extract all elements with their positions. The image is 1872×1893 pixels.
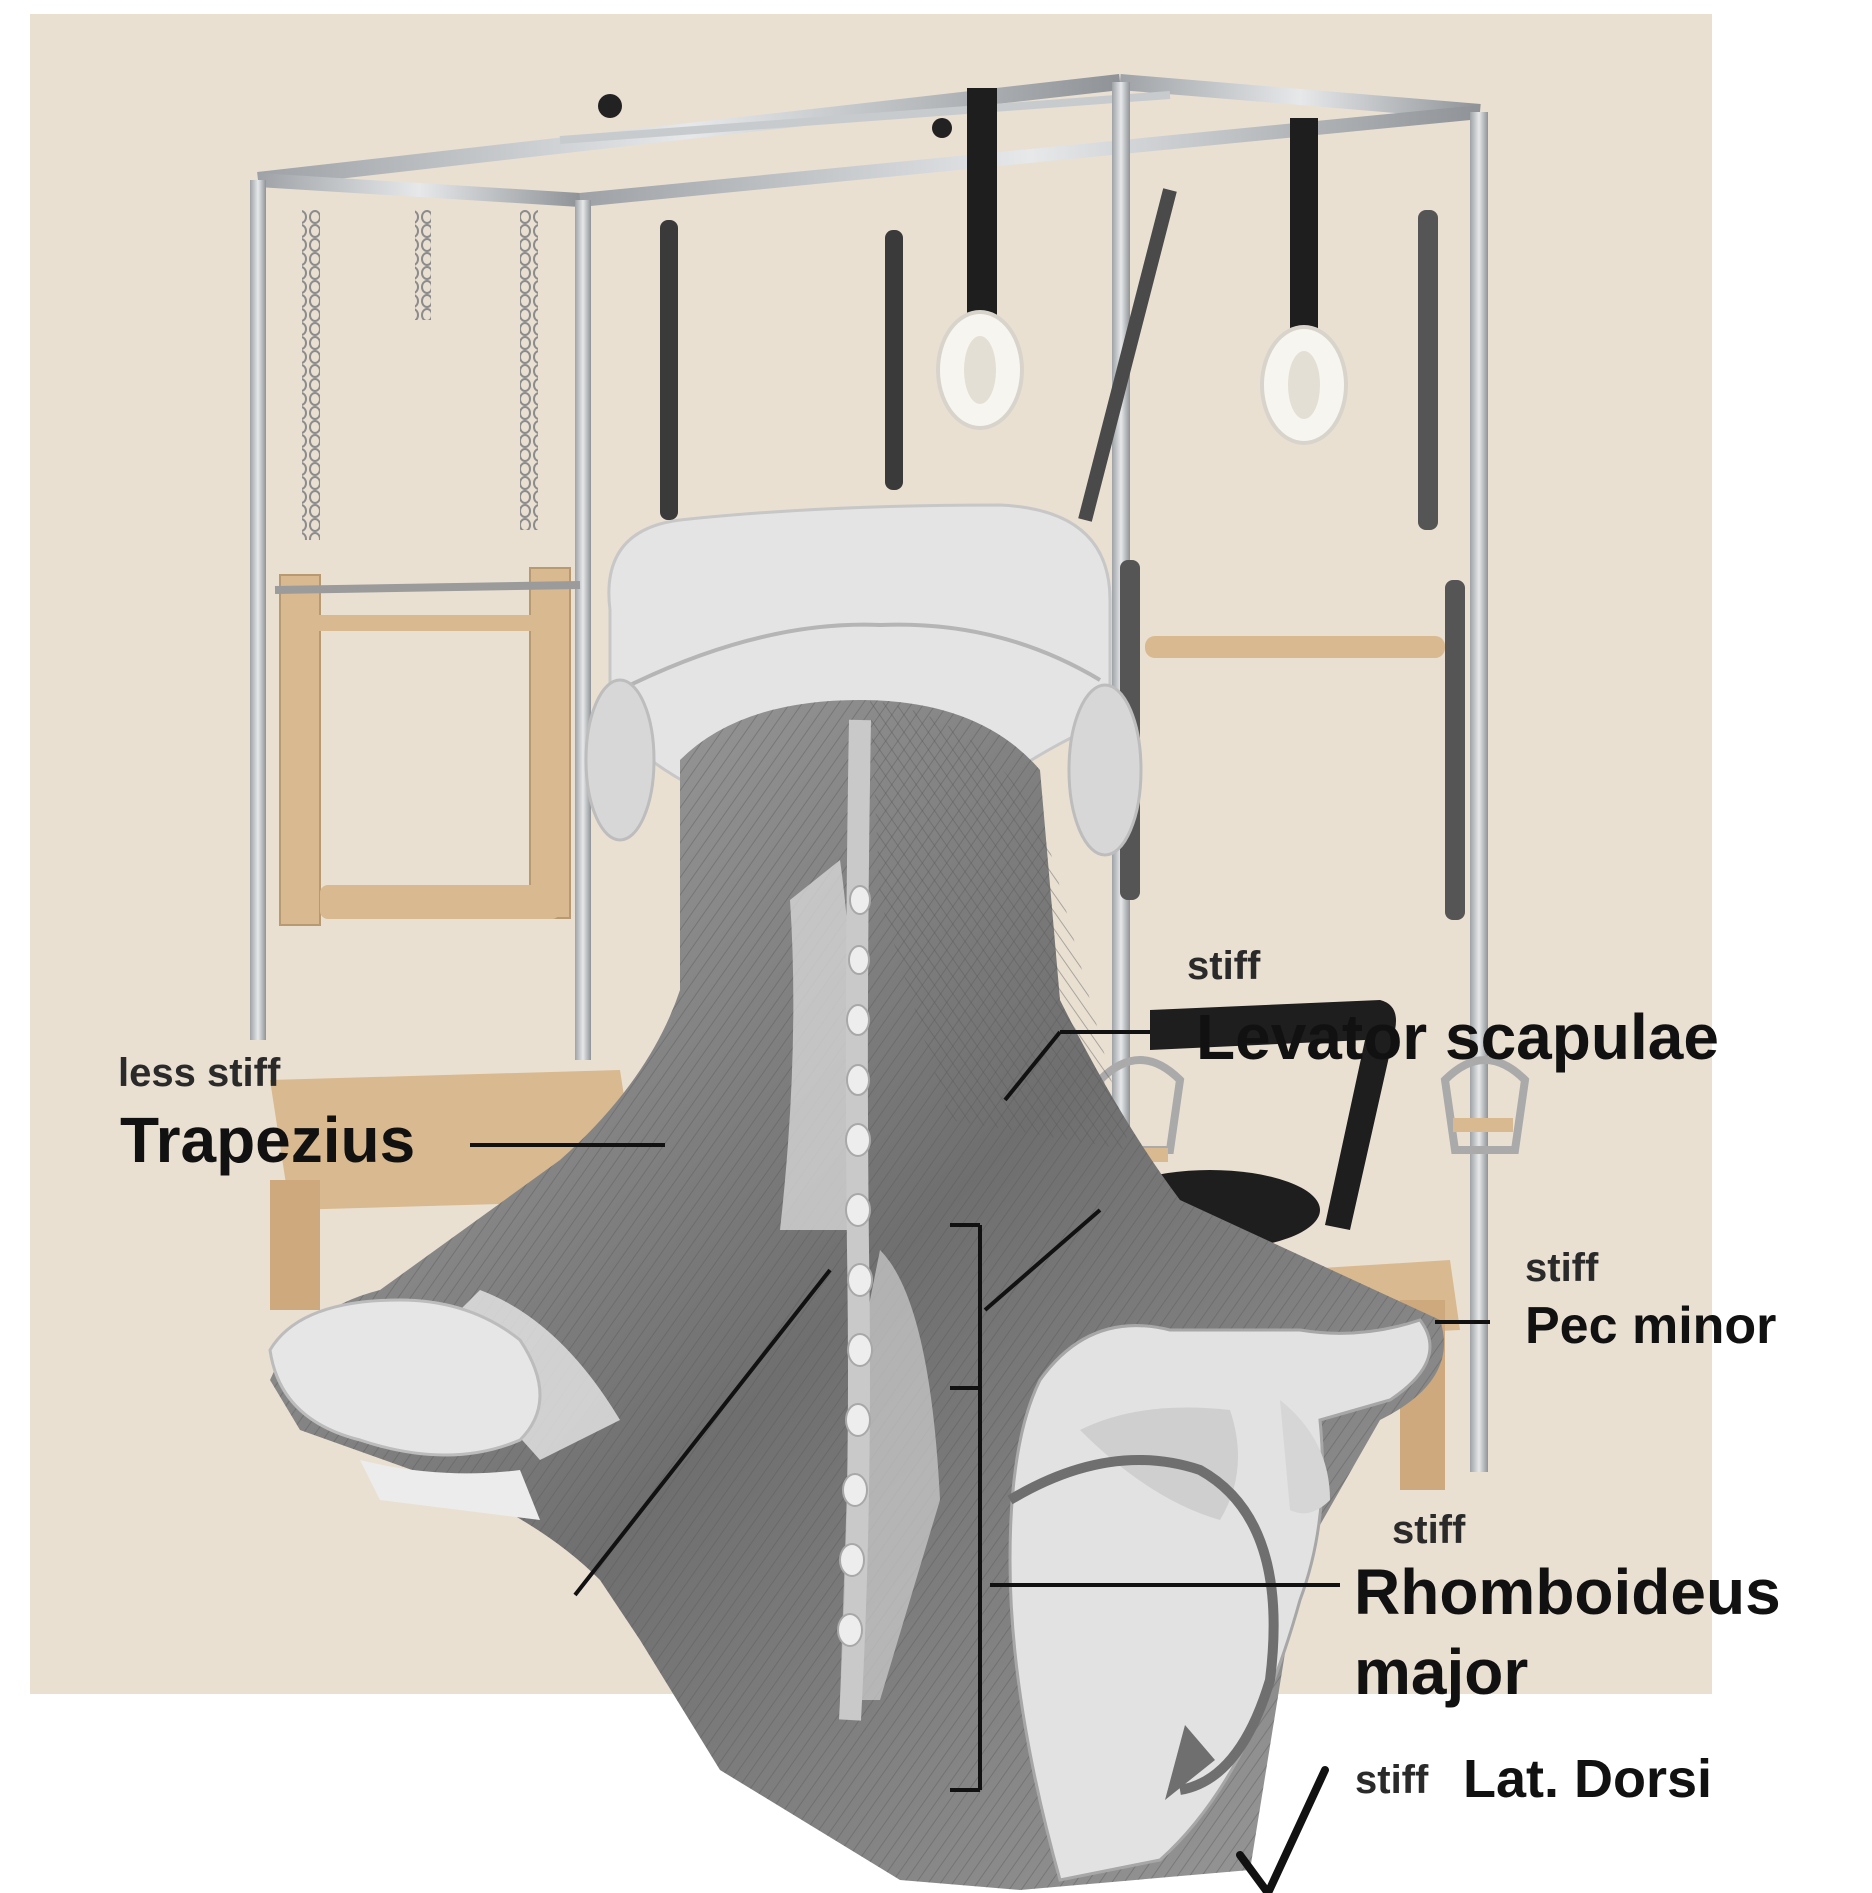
levator-qualifier: stiff xyxy=(1187,946,1260,986)
trapezius-label: Trapezius xyxy=(120,1108,415,1172)
lat-dorsi-label: Lat. Dorsi xyxy=(1463,1752,1712,1806)
rhomboideus-qualifier: stiff xyxy=(1392,1510,1465,1550)
rhomboideus-label-line1: Rhomboideus xyxy=(1354,1560,1781,1624)
pec-minor-qualifier: stiff xyxy=(1525,1248,1598,1288)
lat-dorsi-qualifier: stiff xyxy=(1355,1760,1428,1800)
rhomboideus-label-line2: major xyxy=(1354,1640,1528,1704)
levator-scapulae-label: Levator scapulae xyxy=(1196,1005,1719,1069)
pec-minor-label: Pec minor xyxy=(1525,1300,1776,1352)
trapezius-qualifier: less stiff xyxy=(118,1053,280,1093)
